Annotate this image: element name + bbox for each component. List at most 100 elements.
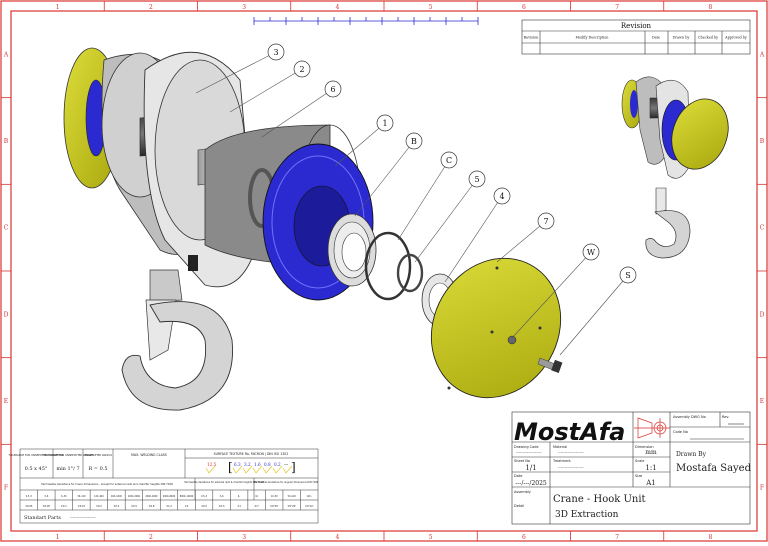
tolerance-value-cell: ±1 <box>237 505 241 508</box>
zone-label-top: 8 <box>708 4 712 11</box>
standard-parts-label: Standart Parts <box>24 515 61 521</box>
scale-value: 1:1 <box>645 464 656 472</box>
zone-label-right: C <box>760 225 765 232</box>
standard-parts-value: ------------------- <box>70 515 96 520</box>
zone-label-bottom: 2 <box>149 534 153 541</box>
tolerance-value-cell: ±0°20' <box>287 505 296 508</box>
dimension-label: Dimension <box>635 445 654 449</box>
revision-header-cell: Date <box>652 36 660 40</box>
tolerance-range-cell: 3–6 <box>220 495 224 498</box>
zone-label-right: A <box>759 51 765 58</box>
zone-label-bottom: 8 <box>708 534 712 541</box>
revision-table <box>521 19 751 55</box>
tolerance-value-cell: ±2 <box>185 505 189 508</box>
size-value: A1 <box>645 479 656 487</box>
svg-text:C: C <box>446 156 452 165</box>
company-logo: MostAfa <box>514 418 625 446</box>
crane-hook <box>121 301 234 411</box>
tolerance-range-cell: 3–6 <box>44 495 48 498</box>
centering-scale <box>253 17 479 25</box>
tolerance-value-cell: ±0.3 <box>114 505 120 508</box>
zone-label-left: F <box>4 485 8 492</box>
zone-label-top: 4 <box>335 4 339 11</box>
hook-shank <box>149 269 183 303</box>
material-value: ------------------- <box>558 450 584 455</box>
assembled-isometric-view <box>621 76 729 259</box>
tolerance-value-cell: ±0°10' <box>305 505 314 508</box>
exploded-assembly <box>63 47 563 411</box>
tolerance-values: ±0.05±0.05±0.1±0.15±0.2±0.3±0.5±0.8±1.2±… <box>25 505 314 508</box>
zone-label-bottom: 6 <box>522 534 526 541</box>
tolerance-range-cell: 1000–2000 <box>128 495 141 498</box>
date-label: Date <box>514 474 522 478</box>
bolt-head <box>188 255 198 271</box>
balloon-7: 7 <box>496 212 555 263</box>
roughness-value: 3.2 <box>244 462 251 467</box>
zone-label-top: 3 <box>242 4 246 11</box>
tolerance-range-cell: 10 <box>255 495 258 498</box>
svg-text:W: W <box>587 248 596 257</box>
tolerance-range-cell: 6–30 <box>61 495 67 498</box>
tolerance-range-cell: 4000–8000 <box>163 495 176 498</box>
zone-label-bottom: 4 <box>335 534 339 541</box>
rev-label: Rev. <box>722 415 729 419</box>
tol-angle-value: min 1°/ 7 <box>56 466 79 472</box>
balloon-B: B <box>354 132 423 217</box>
svg-text:7: 7 <box>543 217 548 226</box>
tol-linear-head: Permissible deviations for linear dimens… <box>41 482 173 486</box>
tolerance-value-cell: ±1.2 <box>166 505 172 508</box>
tolerance-value-cell: ±0°30' <box>270 505 279 508</box>
balloon-4: 4 <box>444 187 511 283</box>
assembly-label: Assembly <box>514 490 531 494</box>
tol-angle-head: TOLERANCE FOR UNSPECIFIED ANGLES <box>43 453 94 457</box>
tolerance-value-cell: ±0.15 <box>78 505 86 508</box>
balloon-S: S <box>559 266 637 356</box>
bearing <box>327 213 377 287</box>
balloon-2: 2 <box>229 60 311 113</box>
washer <box>507 335 517 345</box>
revision-header-cell: Approved by <box>724 36 747 40</box>
treatment-value: ------------------- <box>558 465 584 470</box>
zone-label-bottom: 3 <box>242 534 246 541</box>
tolerance-value-cell: ±0.5 <box>219 505 225 508</box>
svg-text:6: 6 <box>330 85 335 94</box>
roughness-value: 12.5 <box>207 462 217 467</box>
tol-chamfer-value: 0.5 x 45° <box>25 466 48 472</box>
revision-header-cell: Modify Description <box>576 36 610 40</box>
zone-label-right: D <box>760 311 765 318</box>
zone-label-left: E <box>4 398 8 405</box>
tolerance-range-cell: 120– <box>307 495 312 498</box>
size-label: Size <box>635 474 642 478</box>
revision-header-cell: Drawn by <box>673 36 690 40</box>
tolerance-value-cell: ±0.2 <box>201 505 207 508</box>
tolerance-range-cell: 120–400 <box>94 495 104 498</box>
balloon-1: 1 <box>334 114 394 167</box>
svg-text:3: 3 <box>273 48 278 57</box>
front-cover-plate <box>430 257 562 399</box>
svg-text:5: 5 <box>474 175 479 184</box>
tol-welding-head: MAX. WELDING CLASS <box>131 453 167 457</box>
zone-label-top: 1 <box>56 4 60 11</box>
svg-text:[: [ <box>228 460 233 474</box>
tolerance-range-cell: 2000–4000 <box>145 495 158 498</box>
zone-label-top: 5 <box>429 4 433 11</box>
revision-header-cell: Checked by <box>698 36 718 40</box>
tolerance-value-cell: ±1° <box>254 505 259 508</box>
tolerance-value-cell: ±0.5 <box>131 505 137 508</box>
tolerance-value-cell: ±0.8 <box>149 505 155 508</box>
treatment-label: Treatment <box>552 459 571 463</box>
code-no-label: Code No <box>673 430 688 434</box>
tolerance-range-cell: 0.5–3 <box>26 495 33 498</box>
revision-title: Revision <box>621 22 652 30</box>
balloon-C: C <box>397 151 458 241</box>
tol-surface-head: SURFACE TEXTURE Ra. MICRON | DIN ISO 130… <box>214 452 289 456</box>
zone-label-left: C <box>4 225 9 232</box>
roughness-value: — <box>284 462 288 467</box>
drawing-code-value: ------------------- <box>516 450 542 455</box>
zone-label-left: B <box>4 138 9 145</box>
